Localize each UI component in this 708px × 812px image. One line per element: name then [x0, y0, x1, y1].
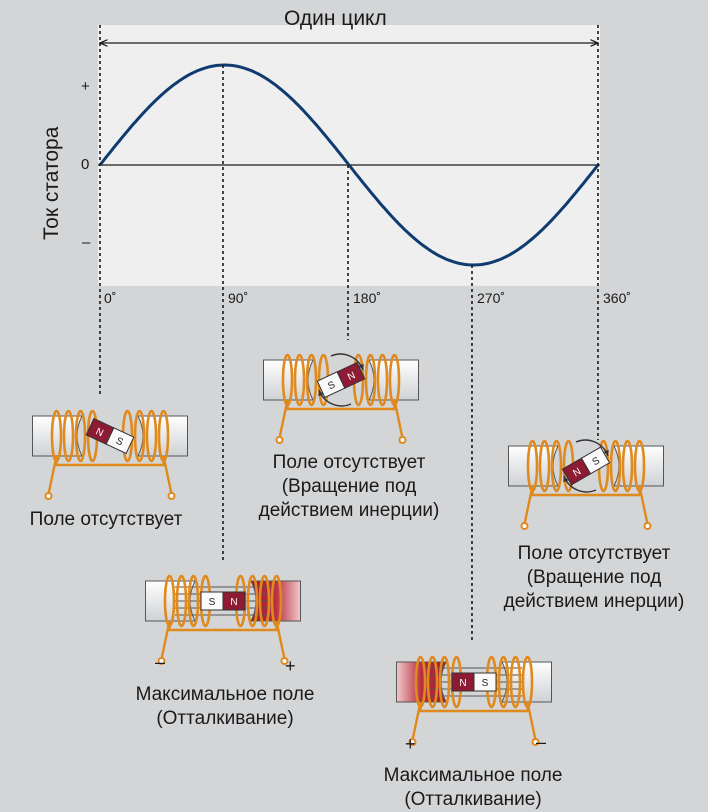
degree-label-360: 360˚	[603, 290, 632, 306]
terminal-right	[531, 738, 540, 746]
sign-270-right: –	[536, 732, 547, 752]
terminal-right	[398, 436, 407, 444]
caption-90deg-line1: Максимальное поле	[135, 684, 315, 705]
caption-360deg-line2: (Вращение под	[526, 567, 662, 588]
one-cycle-label: Один цикл	[284, 7, 387, 30]
caption-0deg: Поле отсутствует	[15, 508, 197, 532]
caption-360deg-line3: действием инерции)	[503, 591, 685, 612]
stator-coils	[278, 353, 404, 439]
stator-pole-right	[137, 415, 188, 457]
caption-360deg-line1: Поле отсутствует	[517, 543, 671, 564]
degree-label-90: 90˚	[228, 290, 249, 306]
magnet-pole-letter: N	[571, 466, 583, 479]
stator-current-sine-wave	[98, 63, 600, 267]
magnet-pole-letter: S	[482, 678, 489, 689]
caption-270deg: Максимальное поле (Отталкивание)	[378, 764, 568, 812]
degree-label-270: 270˚	[477, 290, 506, 306]
y-tick-plus: +	[81, 78, 90, 95]
caption-0deg-line1: Поле отсутствует	[29, 509, 183, 530]
caption-180deg: Поле отсутствует (Вращение под действием…	[244, 451, 454, 523]
stator-pole-left	[263, 359, 314, 401]
terminal-left	[408, 738, 417, 746]
caption-270deg-line1: Максимальное поле	[383, 765, 563, 786]
caption-270deg-line2: (Отталкивание)	[404, 789, 542, 810]
rotation-arrow-icon	[330, 353, 364, 371]
stator-pole-right	[613, 445, 664, 487]
caption-180deg-line2: (Вращение под	[281, 476, 417, 497]
caption-90deg-line2: (Отталкивание)	[156, 708, 294, 729]
caption-90deg: Максимальное поле (Отталкивание)	[130, 683, 320, 731]
sign-270-left: +	[405, 734, 416, 754]
terminal-right	[167, 492, 176, 500]
terminal-left	[520, 522, 529, 530]
stator-pole-left	[508, 445, 559, 487]
sign-90-left: –	[155, 652, 166, 672]
terminal-right	[280, 657, 289, 665]
magnet-pole-letter: N	[346, 370, 357, 383]
plot-area	[98, 25, 600, 286]
y-tick-minus: –	[82, 234, 91, 251]
magnet-pole-letter: N	[459, 678, 466, 689]
motor-360deg: NS	[508, 439, 664, 530]
magnet-pole-letter: S	[114, 436, 125, 449]
guide-lines	[99, 25, 599, 640]
magnet-pole-letter: S	[209, 597, 216, 608]
rotation-arrow-icon	[318, 389, 352, 407]
magnet-pole-letter: S	[326, 379, 337, 392]
rotor-magnet: SN	[316, 361, 366, 399]
stator-coils	[523, 439, 649, 525]
rotor-magnet: NS	[85, 417, 135, 455]
degree-label-180: 180˚	[353, 290, 382, 306]
caption-180deg-line3: действием инерции)	[258, 500, 440, 521]
y-axis-label: Ток статора	[40, 126, 63, 240]
motor-180deg: SN	[263, 353, 419, 444]
terminal-right	[643, 522, 652, 530]
motor-0deg: NS	[32, 409, 188, 500]
stator-pole-right	[368, 359, 419, 401]
caption-360deg: Поле отсутствует (Вращение под действием…	[489, 542, 699, 614]
magnet-pole-letter: S	[591, 455, 603, 468]
rotation-arrow-icon	[563, 475, 597, 493]
magnet-pole-letter: N	[94, 426, 105, 439]
y-tick-zero: 0	[81, 156, 90, 173]
magnet-pole-letter: N	[230, 597, 237, 608]
rotor-magnet: NS	[561, 446, 611, 486]
rotation-arrow-icon	[575, 439, 609, 457]
terminal-left	[275, 436, 284, 444]
sign-90-right: +	[285, 656, 296, 676]
terminal-left	[44, 492, 53, 500]
terminal-left	[157, 657, 166, 665]
caption-180deg-line1: Поле отсутствует	[272, 452, 426, 473]
degree-label-0: 0˚	[104, 290, 117, 306]
stator-pole-left	[32, 415, 83, 457]
